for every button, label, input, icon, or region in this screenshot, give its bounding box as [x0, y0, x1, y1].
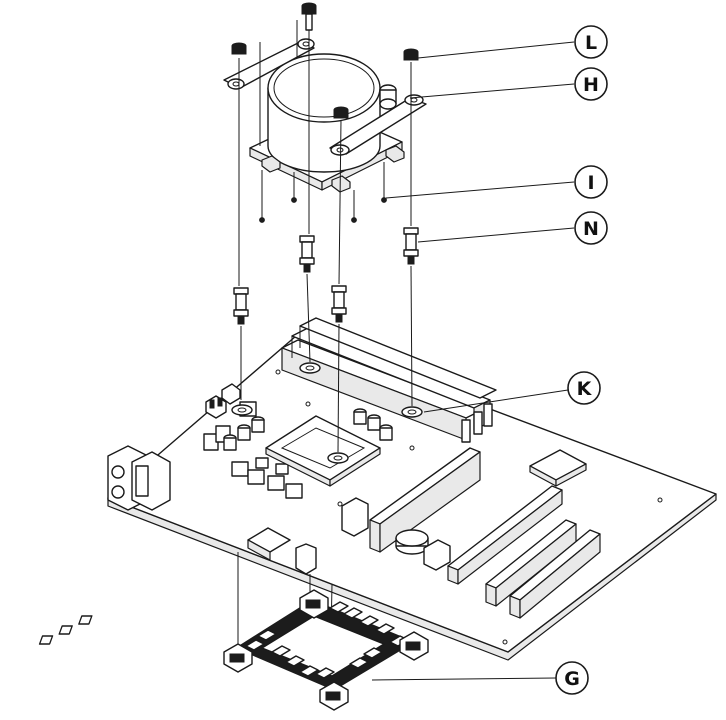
callout-label: G — [564, 668, 580, 690]
cpu-socket — [265, 415, 381, 487]
io-ports — [107, 445, 171, 511]
alignment-lines — [237, 20, 413, 691]
chipset — [529, 449, 587, 487]
capacitors — [203, 401, 393, 499]
backplate-clip — [399, 631, 429, 661]
cmos-battery — [395, 529, 429, 555]
callout-H: H — [574, 67, 608, 101]
backplate — [38, 589, 429, 711]
backplate-clip — [299, 589, 329, 619]
fan-header — [205, 383, 241, 419]
callout-label: L — [585, 32, 597, 54]
callout-label: H — [583, 74, 599, 96]
backplate-pads — [38, 601, 409, 679]
standoffs — [233, 227, 419, 325]
board-washers — [231, 362, 423, 464]
callout-K: K — [567, 371, 601, 405]
callout-N: N — [574, 211, 608, 245]
backplate-washer — [401, 406, 423, 418]
thumb-screw — [333, 106, 349, 119]
ram-slots — [281, 317, 497, 443]
standoff — [233, 287, 249, 325]
pcie-slots — [369, 447, 601, 619]
thumb-screw — [301, 2, 317, 31]
backplate-clip — [223, 643, 253, 673]
callout-L: L — [574, 25, 608, 59]
callout-label: N — [583, 218, 599, 240]
thumb-screw — [403, 48, 419, 61]
standoff — [331, 285, 347, 323]
motherboard — [107, 317, 717, 661]
standoff — [403, 227, 419, 265]
callout-label: K — [577, 378, 593, 400]
board-component — [341, 497, 369, 537]
thumb-screw — [231, 42, 247, 55]
backplate-clip — [319, 681, 349, 711]
small-screws — [259, 162, 387, 223]
callout-label: I — [587, 172, 594, 194]
pump-block — [223, 38, 427, 193]
standoff — [299, 235, 315, 273]
board-component — [295, 543, 317, 575]
leader-lines — [371, 41, 575, 681]
callout-I: I — [574, 165, 608, 199]
board-component — [423, 539, 451, 571]
callout-G: G — [555, 661, 589, 695]
